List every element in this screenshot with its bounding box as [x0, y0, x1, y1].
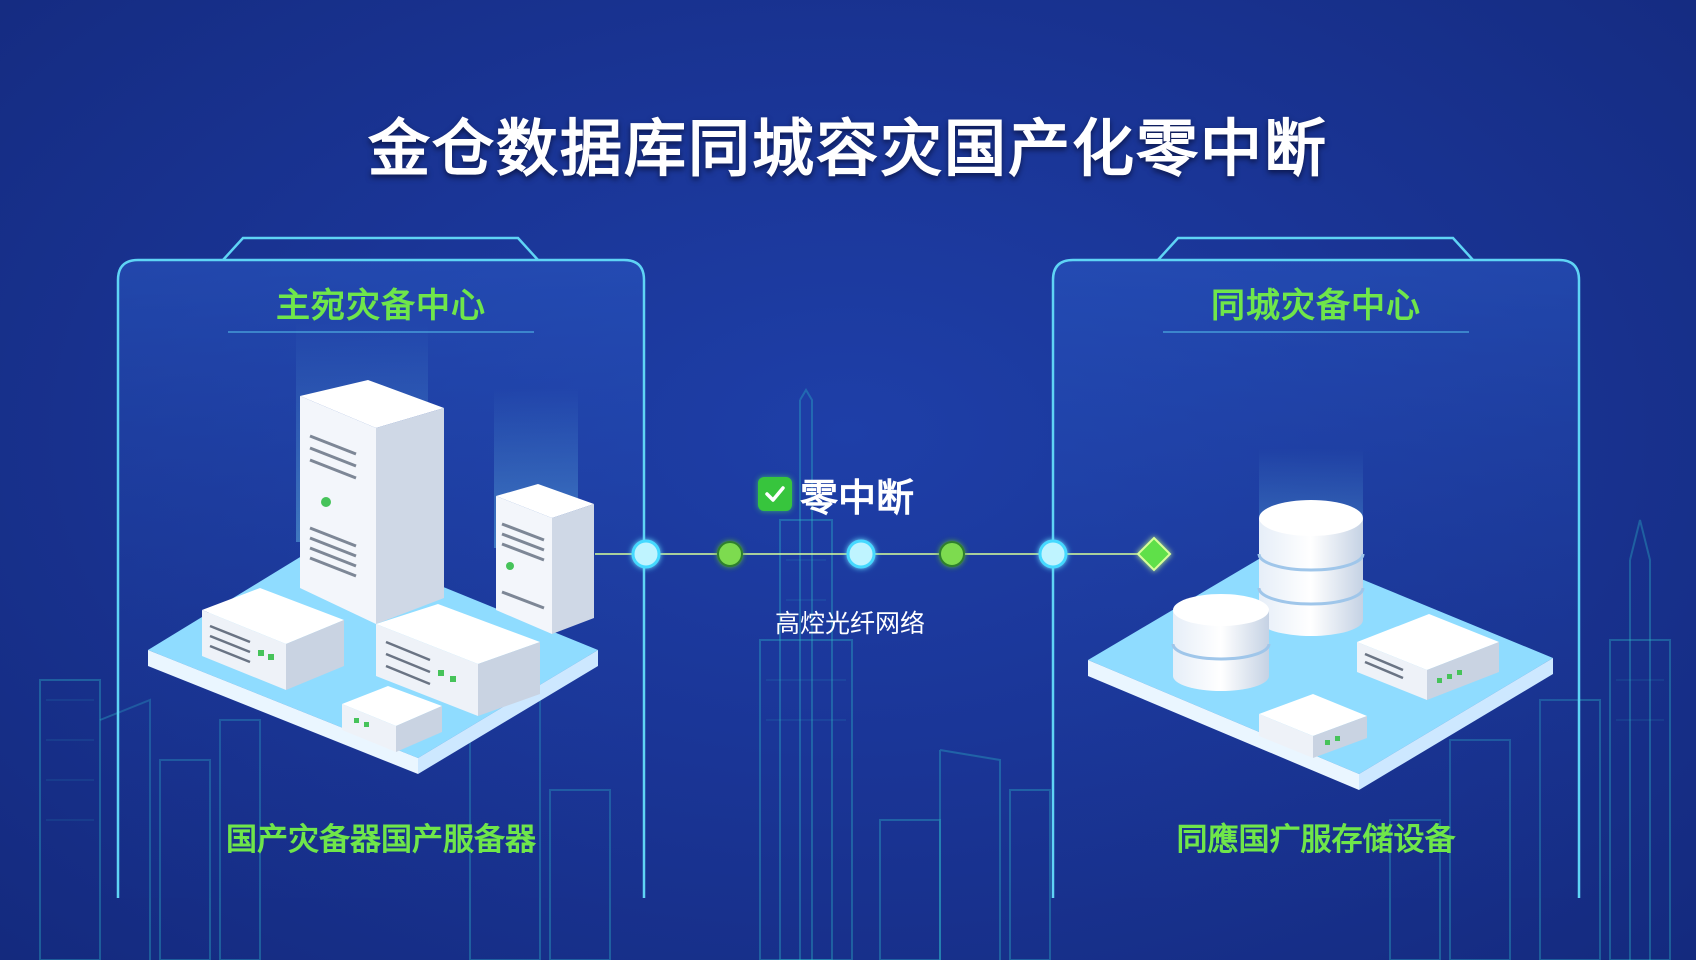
network-appliance-icon [1259, 694, 1367, 758]
panel-caption: 国产灾备器国产服备器 [226, 822, 536, 858]
network-appliance-icon [342, 686, 442, 752]
tower-server-icon [300, 380, 444, 624]
fiber-link-connector: 零中断 高焢光纤网络 [590, 458, 1210, 658]
panel-caption: 同應国疒服存储设备 [1176, 822, 1456, 858]
zero-interruption-label: 零中断 [800, 475, 915, 520]
storage-cluster-illustration [1088, 448, 1553, 790]
check-icon [758, 477, 792, 511]
zero-interruption-badge: 零中断 [758, 472, 914, 520]
fiber-link-line [595, 536, 1172, 572]
rack-server-icon [202, 588, 344, 690]
rack-server-icon [376, 604, 540, 716]
panel-title: 主宛灾备中心 [276, 286, 486, 326]
server-cluster-illustration [148, 322, 598, 774]
database-cylinder-icon [1171, 594, 1271, 691]
same-city-disaster-recovery-center: 同城灾备中心 [1051, 236, 1581, 898]
tower-server-icon [496, 484, 594, 634]
storage-array-icon [1357, 614, 1499, 700]
page-title: 金仓数据库同城容灾国产化零中断 [367, 112, 1328, 185]
panel-title: 同城灾备中心 [1211, 286, 1421, 326]
primary-disaster-recovery-center: 主宛灾备中心 [116, 236, 646, 898]
database-cylinder-icon [1257, 500, 1365, 636]
fiber-network-caption: 高焢光纤网络 [774, 609, 925, 638]
